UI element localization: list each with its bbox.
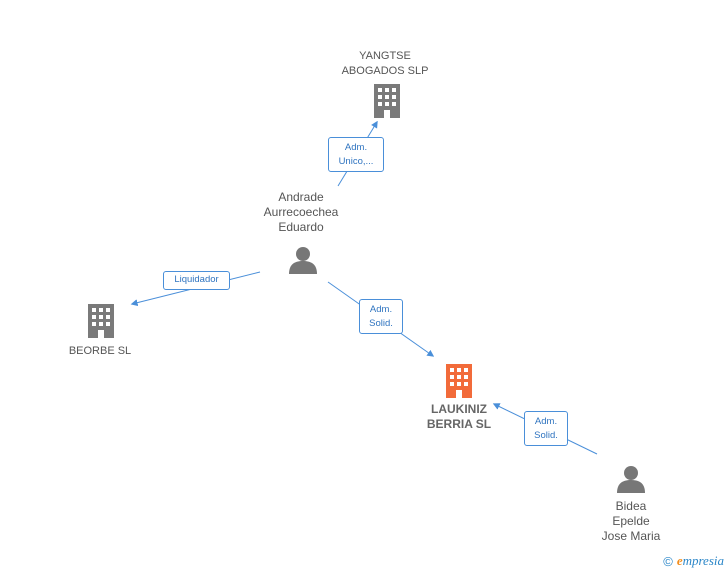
node-label-laukiniz[interactable]: LAUKINIZ BERRIA SL	[426, 402, 492, 431]
node-label-beorbe[interactable]: BEORBE SL	[68, 345, 132, 357]
person-icon[interactable]	[617, 466, 645, 493]
edge-label-liquidador: Liquidador	[163, 271, 230, 290]
footer-brand: © empresia	[663, 553, 724, 569]
brand-logo[interactable]: empresia	[676, 553, 724, 568]
node-label-yangtse[interactable]: YANGTSE ABOGADOS SLP	[341, 50, 429, 77]
building-icon[interactable]	[88, 304, 114, 338]
person-icon[interactable]	[289, 247, 317, 274]
edge-label-adm-unico: Adm. Unico,...	[328, 137, 384, 172]
building-icon[interactable]	[374, 84, 400, 118]
edge-label-adm-solid-andrade: Adm. Solid.	[359, 299, 403, 334]
copyright-icon: ©	[663, 553, 673, 569]
node-label-bidea[interactable]: Bidea Epelde Jose Maria	[601, 499, 661, 543]
building-icon[interactable]	[446, 364, 472, 398]
node-label-andrade[interactable]: Andrade Aurrecoechea Eduardo	[263, 190, 339, 234]
edge-label-adm-solid-bidea: Adm. Solid.	[524, 411, 568, 446]
